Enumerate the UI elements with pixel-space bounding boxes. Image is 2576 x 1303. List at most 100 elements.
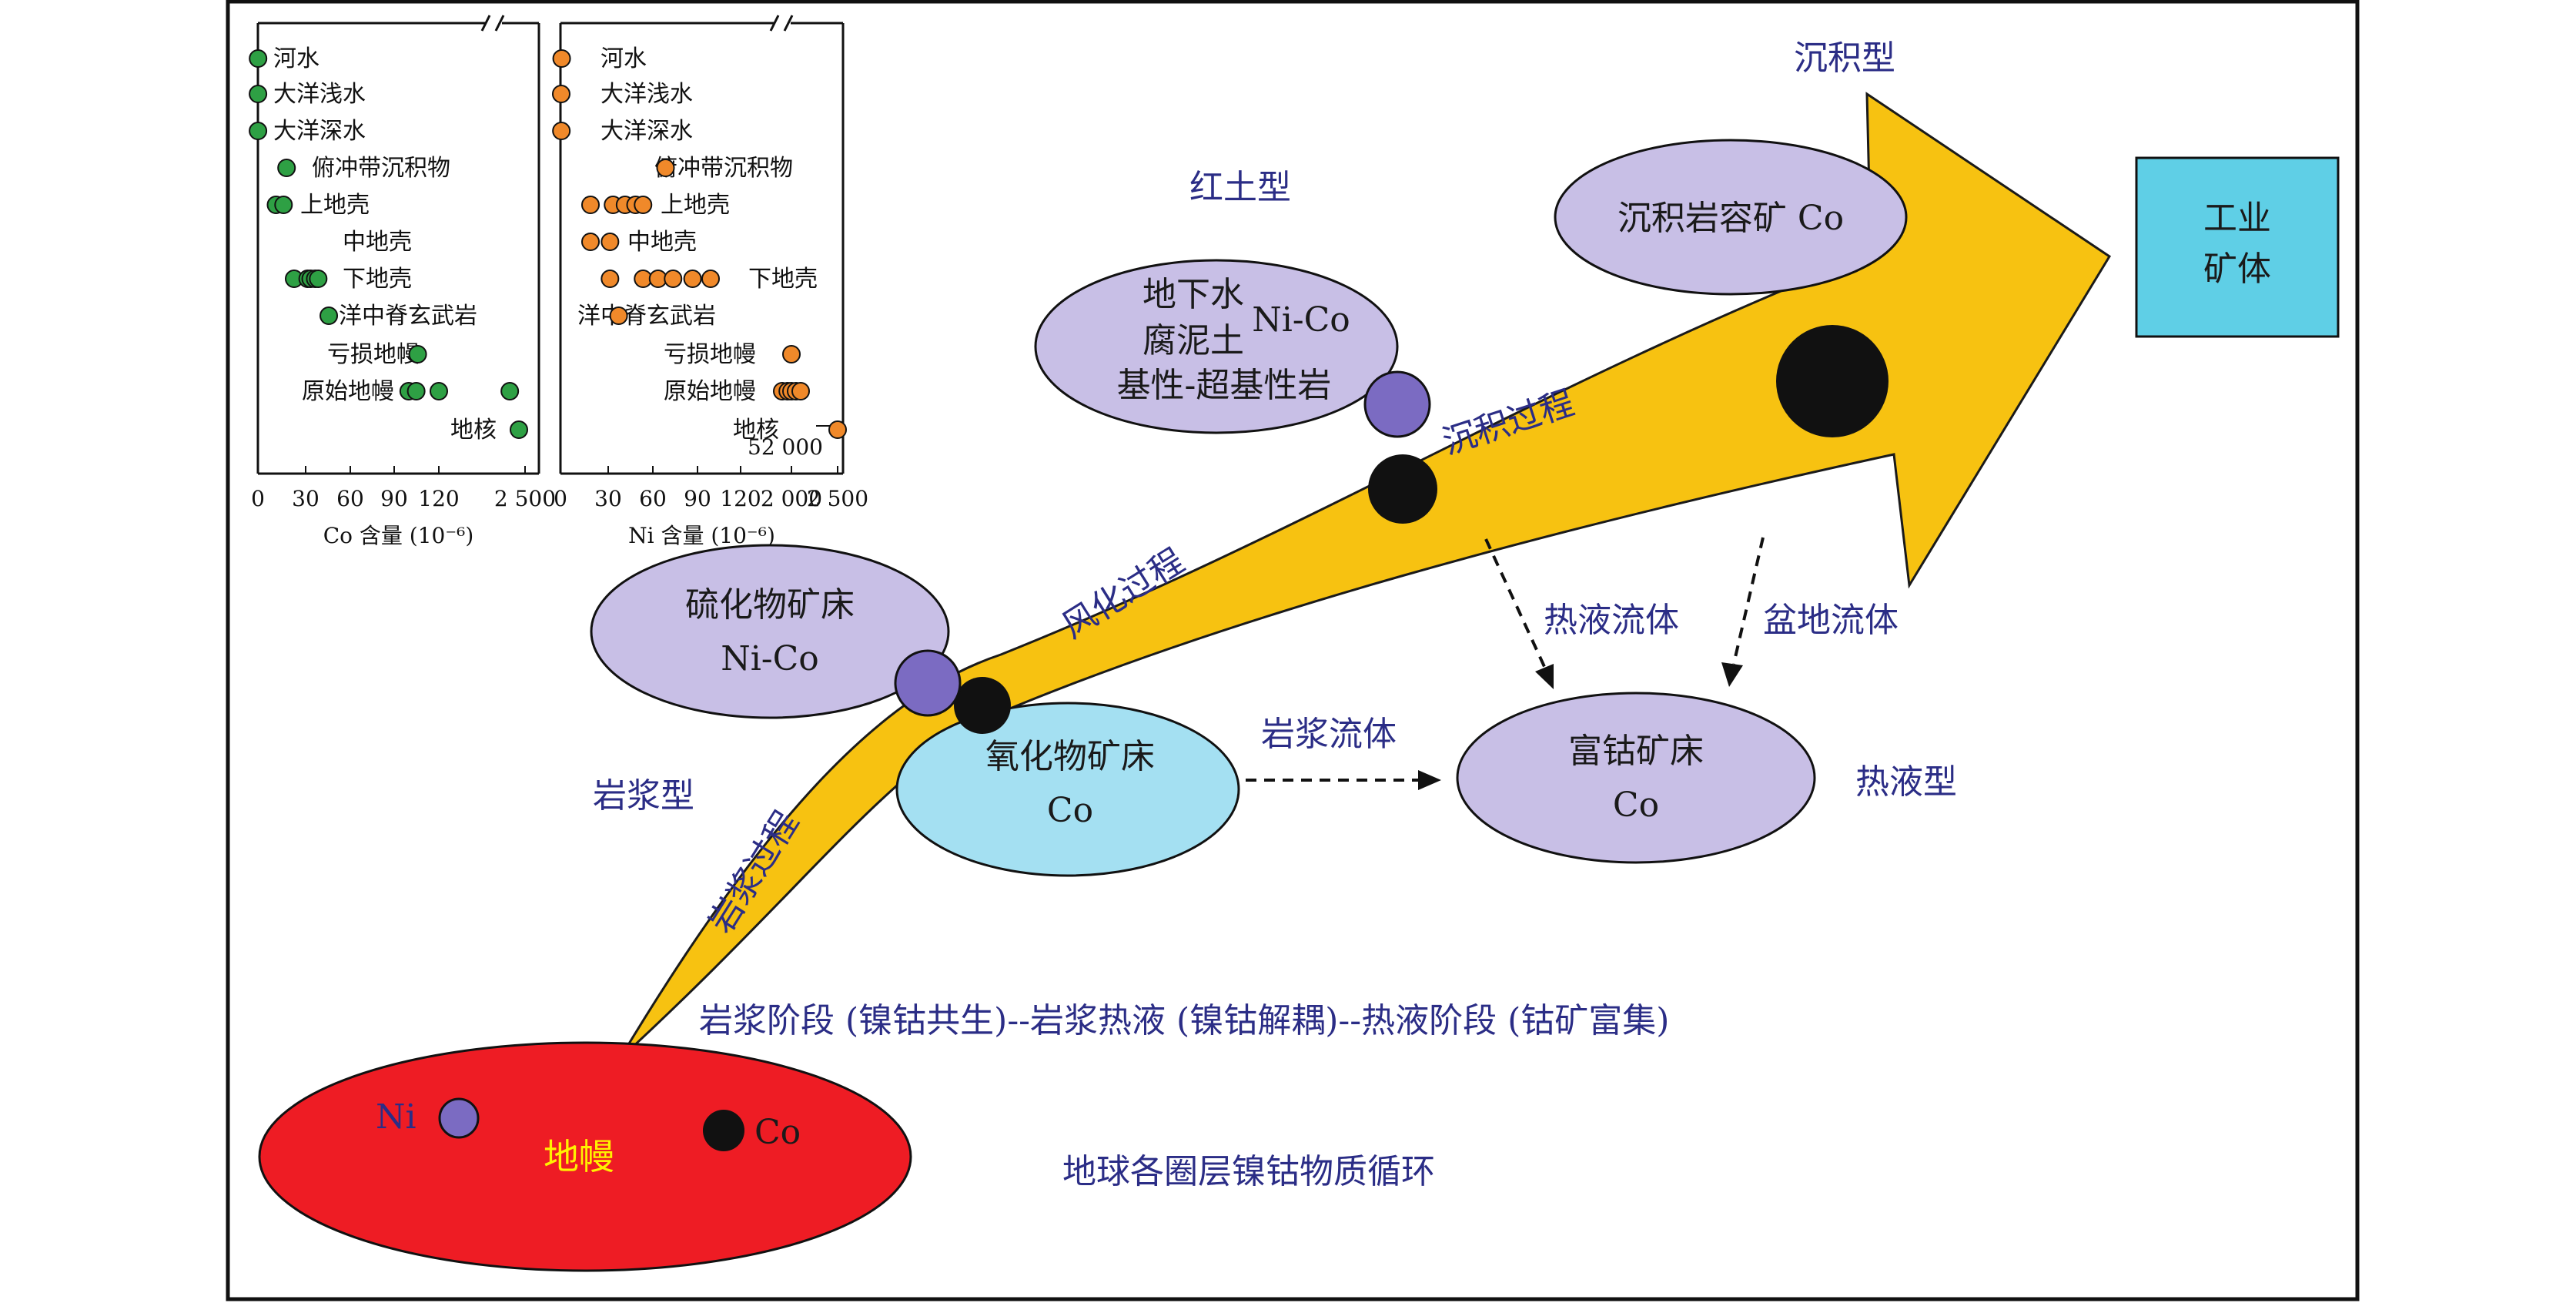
category-label: 洋中脊玄武岩	[339, 303, 477, 330]
stage-sequence-label: 岩浆阶段 (镍钴共生)--岩浆热液 (镍钴解耦)--热液阶段 (钴矿富集)	[699, 1001, 1669, 1040]
data-point	[249, 122, 268, 140]
oxide-deposit-title: 氧化物矿床	[985, 737, 1155, 776]
data-point	[552, 122, 571, 140]
data-point	[274, 196, 293, 214]
category-label: 洋中脊玄武岩	[577, 303, 716, 330]
category-label: 中地壳	[627, 229, 697, 256]
category-label: 大洋深水	[601, 118, 693, 145]
industrial-ore-line1: 工业	[2203, 199, 2271, 238]
data-point	[500, 382, 520, 400]
hydrothermal-fluid-label: 热液流体	[1544, 601, 1679, 640]
mantle-co-label: Co	[754, 1113, 801, 1152]
core-value-annotation: 52 000	[748, 434, 823, 460]
basin-fluid-label: 盆地流体	[1763, 601, 1899, 640]
category-label: 河水	[601, 45, 647, 72]
category-label: 河水	[273, 45, 319, 72]
data-point	[551, 85, 570, 103]
x-tick-label: 120	[418, 486, 459, 511]
axis-break-mark	[769, 15, 780, 32]
sulfide-deposit-ellipse	[590, 544, 950, 719]
magmatic-fluid-label: 岩浆流体	[1261, 715, 1397, 754]
ni-dot-magmatic	[894, 649, 962, 717]
x-tick-label: 90	[684, 486, 711, 511]
data-point	[601, 233, 620, 251]
mantle-ni-dot	[438, 1097, 480, 1139]
hydrothermal-type-label: 热液型	[1855, 762, 1957, 802]
x-tick-label: 2 000	[761, 486, 822, 511]
category-label: 俯冲带沉积物	[654, 155, 793, 182]
category-label: 地核	[450, 417, 497, 444]
x-tick-label: 30	[292, 486, 319, 511]
x-axis-title: Co 含量 (10⁻⁶)	[323, 523, 474, 548]
laterite-ellipse	[1034, 259, 1399, 434]
data-point	[581, 196, 600, 214]
co-rich-deposit-title: 富钴矿床	[1568, 732, 1704, 771]
mantle-ni-label: Ni	[376, 1097, 417, 1137]
ni-dot-laterite	[1363, 370, 1431, 438]
mantle-co-dot	[703, 1110, 744, 1151]
hydrothermal-fluid-arrowhead	[1535, 664, 1554, 689]
category-label: 上地壳	[300, 192, 370, 219]
laterite-line2: 腐泥土	[1142, 321, 1244, 360]
data-point	[309, 270, 328, 288]
laterite-type-label: 红土型	[1189, 168, 1291, 207]
data-point	[683, 270, 702, 288]
data-point	[828, 420, 847, 439]
mantle-ellipse	[258, 1041, 912, 1272]
axis-break-mark	[783, 15, 794, 32]
x-axis-title: Ni 含量 (10⁻⁶)	[628, 523, 775, 548]
category-label: 大洋深水	[273, 118, 366, 145]
sulfide-deposit-metal: Ni-Co	[721, 639, 819, 678]
data-point	[277, 159, 296, 177]
sed-deposit-label: 沉积岩容矿 Co	[1618, 199, 1844, 238]
magmatic-fluid-arrowhead	[1418, 770, 1441, 790]
figure-frame	[226, 0, 2360, 1301]
data-point	[430, 382, 448, 400]
basin-fluid-arrowhead	[1721, 662, 1743, 687]
x-tick-label: 120	[720, 486, 761, 511]
industrial-ore-box	[2135, 156, 2340, 338]
x-tick-label: 0	[251, 486, 265, 511]
sedimentary-type-label: 沉积型	[1794, 39, 1895, 78]
data-point	[701, 270, 720, 288]
category-label: 大洋浅水	[601, 81, 693, 108]
sed-deposit-ellipse	[1554, 139, 1908, 296]
axis-break-mark	[480, 15, 491, 32]
data-point	[656, 159, 675, 177]
co-dot-sedimentary	[1776, 325, 1889, 437]
category-label: 下地壳	[748, 266, 818, 293]
oxide-deposit-metal: Co	[1047, 791, 1093, 830]
data-point	[581, 233, 600, 251]
axis-break-mark	[494, 15, 505, 32]
basin-fluid-arrow	[1732, 537, 1765, 665]
co-dot-magmatic	[954, 677, 1011, 734]
category-label: 亏损地幔	[327, 341, 420, 368]
data-point	[664, 270, 683, 288]
data-point	[552, 49, 571, 68]
data-point	[601, 270, 620, 288]
industrial-ore-line2: 矿体	[2203, 250, 2271, 289]
mantle-label: 地幔	[544, 1136, 614, 1177]
data-point	[408, 345, 427, 363]
category-label: 大洋浅水	[273, 81, 366, 108]
laterite-nico: Ni-Co	[1252, 300, 1350, 340]
data-point	[319, 306, 339, 325]
co-dot-laterite	[1368, 454, 1437, 524]
category-label: 上地壳	[661, 192, 730, 219]
magmatic-type-label: 岩浆型	[593, 776, 694, 816]
laterite-line3: 基性-超基性岩	[1117, 366, 1332, 405]
category-label: 中地壳	[343, 229, 412, 256]
co-rich-deposit-metal: Co	[1613, 785, 1659, 825]
x-tick-label: 90	[380, 486, 408, 511]
x-tick-label: 2 500	[807, 486, 868, 511]
data-point	[249, 85, 268, 103]
x-tick-label: 60	[639, 486, 667, 511]
category-label: 下地壳	[343, 266, 412, 293]
x-tick-label: 60	[336, 486, 364, 511]
data-point	[609, 306, 628, 325]
cycle-caption: 地球各圈层镍钴物质循环	[1062, 1152, 1435, 1191]
category-label: 原始地幔	[664, 378, 756, 405]
co-rich-deposit-ellipse	[1456, 692, 1816, 864]
sulfide-deposit-title: 硫化物矿床	[685, 585, 855, 625]
